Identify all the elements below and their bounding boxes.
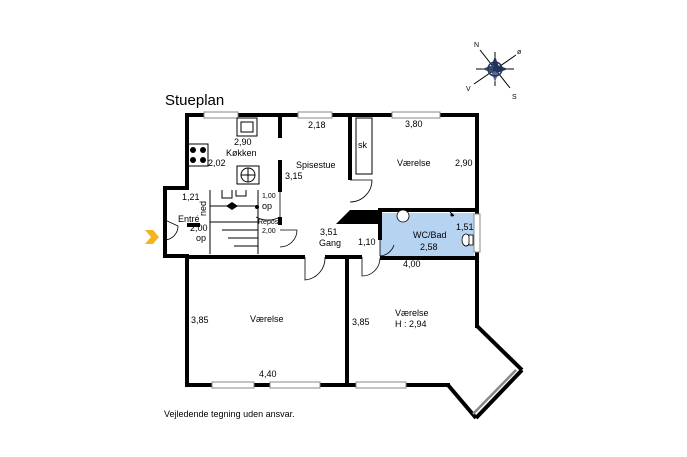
stairs-up: op	[262, 201, 272, 211]
room-se-height: 3,85	[352, 317, 370, 327]
dining-name: Spisestue	[296, 160, 336, 170]
closet-label: sk	[358, 140, 368, 150]
bath-height: 1,51	[456, 222, 474, 232]
stairs-down: ned	[198, 201, 208, 216]
kitchen-fixtures	[187, 117, 260, 185]
kitchen-height: 2,02	[208, 158, 226, 168]
compass-south: S	[512, 94, 517, 101]
kitchen-name: Køkken	[226, 148, 257, 158]
room-sw-height: 3,85	[191, 315, 209, 325]
room-sw-width: 4,40	[259, 369, 277, 379]
stair-wedge	[336, 210, 380, 224]
compass-west: V	[466, 86, 471, 93]
stairs-up-dim: 1,00	[262, 193, 276, 200]
compass-east: ø	[517, 49, 522, 56]
doors	[164, 179, 395, 281]
entrance-name: Entré	[178, 214, 200, 224]
compass-north: N	[474, 42, 479, 49]
room-ne-width: 3,80	[405, 119, 423, 129]
hall-height: 1,10	[358, 237, 376, 247]
entrance-width: 1,21	[182, 192, 200, 202]
room-ne-name: Værelse	[397, 158, 431, 168]
hall-width: 3,51	[320, 227, 338, 237]
landing-label: Repos	[258, 219, 279, 226]
bath-name: WC/Bad	[413, 230, 447, 240]
compass-icon: N ø V S	[466, 42, 522, 101]
room-sw-name: Værelse	[250, 314, 284, 324]
plan-title: Stueplan	[165, 92, 224, 109]
hall-name: Gang	[319, 238, 341, 248]
room-labels: 2,90 Køkken 2,02 2,18 Spisestue 3,15 3,8…	[178, 119, 474, 379]
windows	[203, 111, 517, 415]
entrance-stair-up: op	[196, 233, 206, 243]
bath-width: 2,58	[420, 242, 438, 252]
room-ne-height: 2,90	[455, 158, 473, 168]
staircase	[209, 190, 259, 254]
room-se-width: 4,00	[403, 259, 421, 269]
entrance-height: 2,00	[190, 223, 208, 233]
room-se-ceiling: H : 2,94	[395, 319, 427, 329]
bath-fixtures	[396, 209, 474, 247]
disclaimer: Vejledende tegning uden ansvar.	[164, 409, 295, 419]
closet-box	[355, 117, 373, 175]
landing-dim: 2,00	[262, 228, 276, 235]
room-se-name: Værelse	[395, 308, 429, 318]
dining-width: 2,18	[308, 120, 326, 130]
dining-height: 3,15	[285, 171, 303, 181]
kitchen-width: 2,90	[234, 137, 252, 147]
bath-fill	[380, 213, 474, 258]
entrance-arrow-icon	[145, 230, 159, 244]
